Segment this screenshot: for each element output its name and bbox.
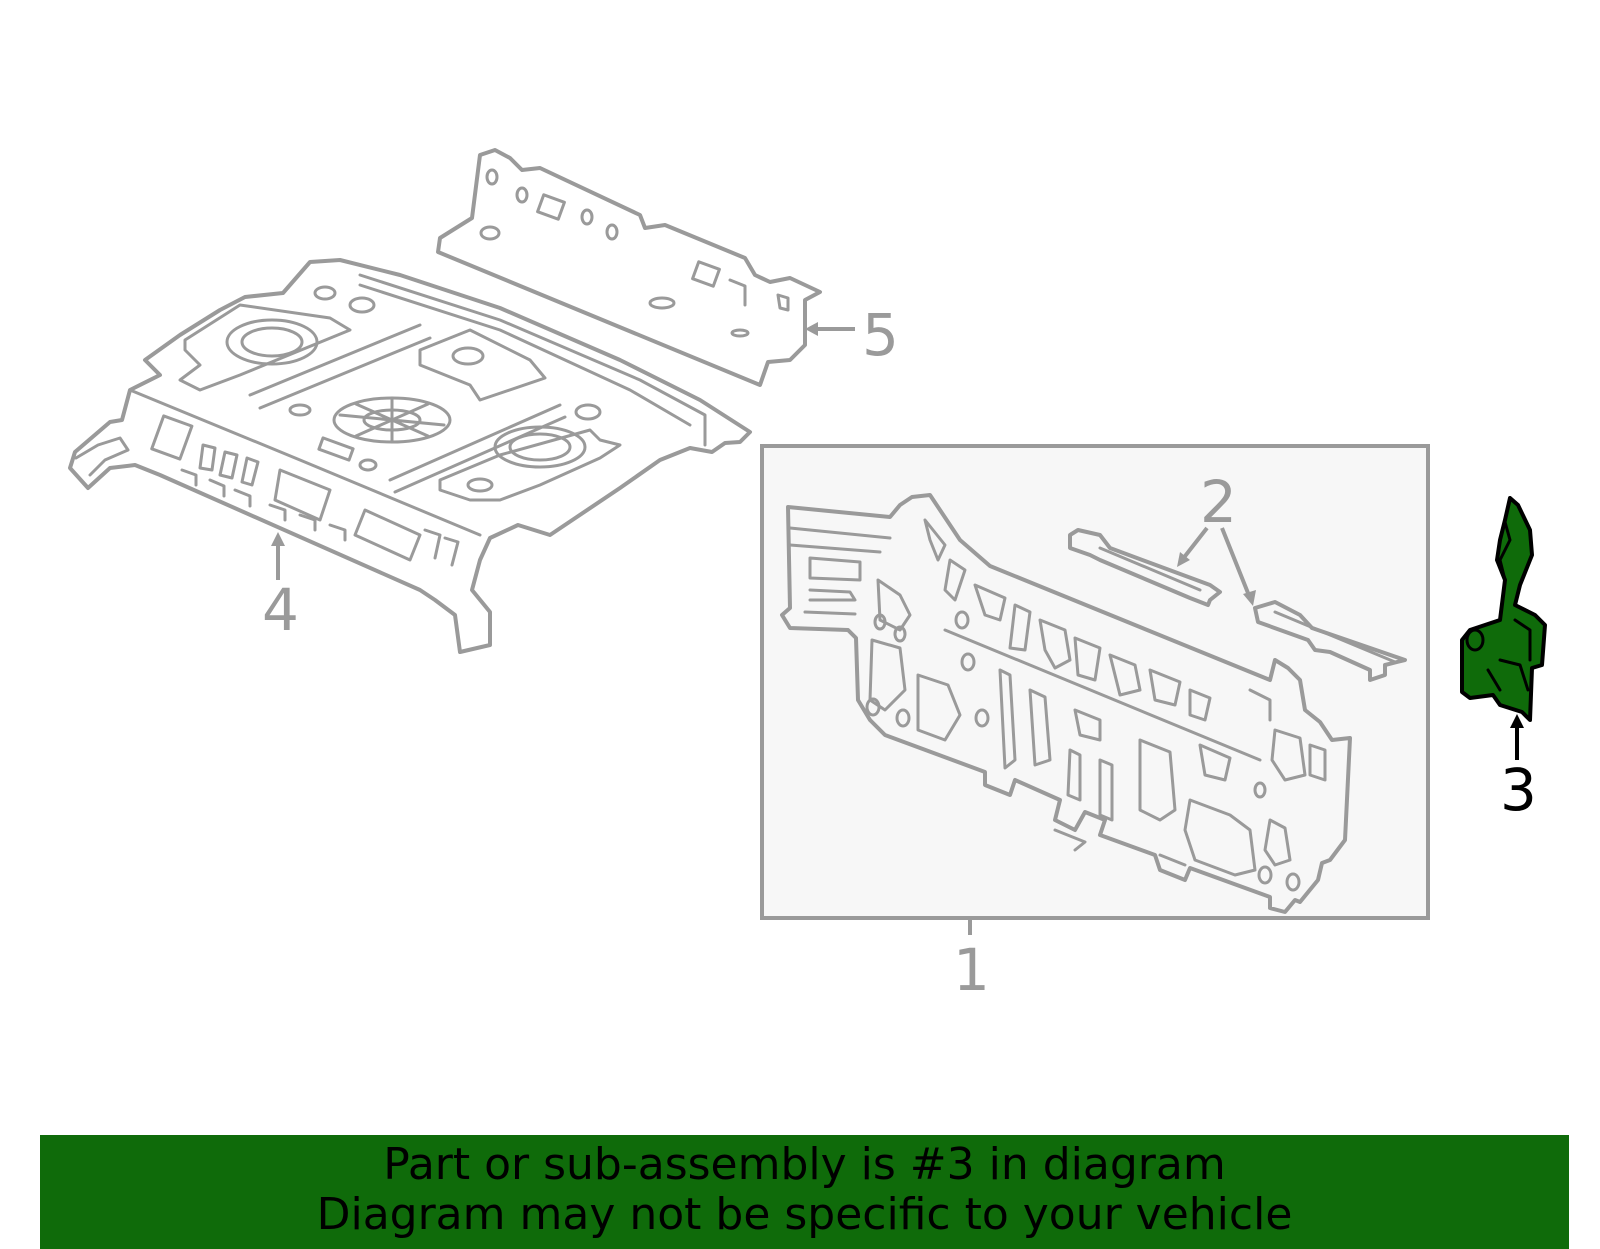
part-1-rear-panel[interactable] — [780, 493, 1352, 914]
info-banner: Part or sub-assembly is #3 in diagram Di… — [40, 1135, 1569, 1249]
callout-1: 1 — [953, 936, 990, 1004]
leader-3 — [1510, 714, 1524, 760]
banner-line-2: Diagram may not be specific to your vehi… — [316, 1189, 1293, 1240]
leader-4 — [271, 532, 285, 580]
leader-5 — [805, 322, 855, 336]
callout-5: 5 — [862, 301, 899, 369]
leader-2 — [1177, 526, 1256, 606]
part-5-panel[interactable] — [436, 148, 822, 387]
banner-line-1: Part or sub-assembly is #3 in diagram — [383, 1139, 1226, 1190]
callout-4: 4 — [262, 576, 299, 644]
part-3-highlighted-bracket[interactable] — [1460, 496, 1547, 722]
part-4-shelf[interactable] — [68, 258, 752, 654]
callout-2: 2 — [1200, 468, 1237, 536]
part-2-brackets[interactable] — [1068, 528, 1407, 682]
part-1-group-box — [760, 444, 1430, 920]
callout-3: 3 — [1500, 756, 1537, 824]
